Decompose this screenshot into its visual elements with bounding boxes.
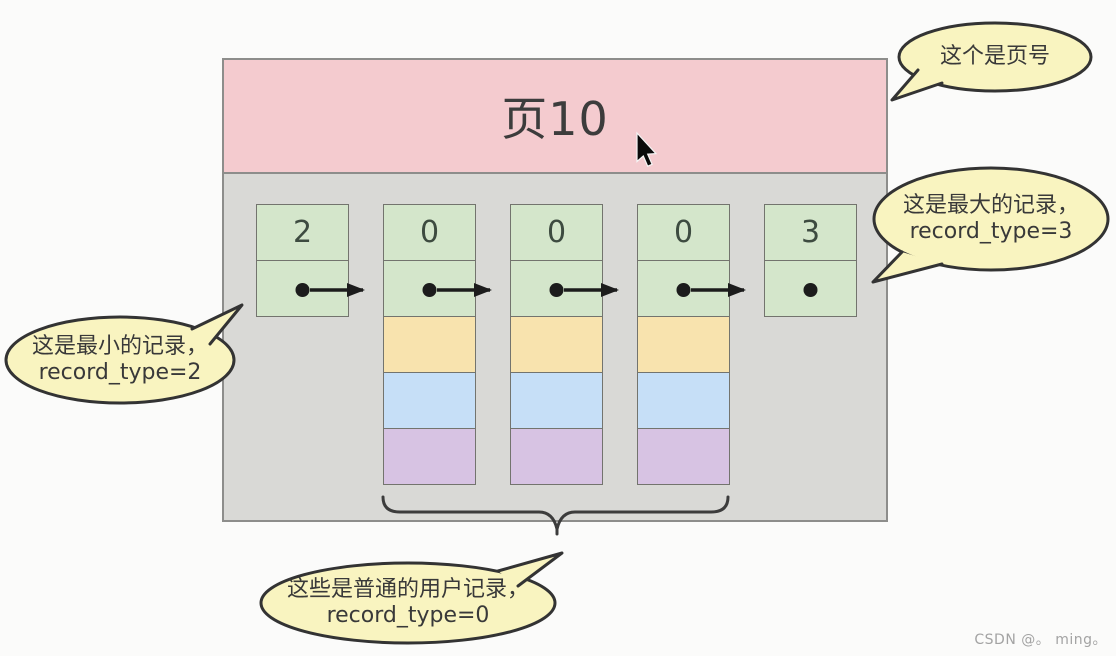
record-user-2: 0 bbox=[510, 204, 603, 485]
user-record-segment-purple bbox=[383, 428, 476, 485]
callout-user-records-line1: 这些是普通的用户记录， bbox=[286, 577, 529, 602]
record-max: 3 bbox=[764, 204, 857, 317]
user-record-segment-orange bbox=[383, 316, 476, 373]
callout-bubble-shape bbox=[259, 551, 564, 645]
record-pointer-cell bbox=[383, 260, 476, 317]
user-record-segment-blue bbox=[637, 372, 730, 429]
callout-min-record-line2: record_type=2 bbox=[38, 360, 202, 385]
page-header: 页10 bbox=[224, 60, 886, 174]
record-type-cell: 3 bbox=[764, 204, 857, 261]
callout-max-record-line2: record_type=3 bbox=[909, 219, 1073, 244]
record-user-1: 0 bbox=[383, 204, 476, 485]
record-type-cell: 0 bbox=[383, 204, 476, 261]
user-record-segment-orange bbox=[510, 316, 603, 373]
callout-user-records-line2: record_type=0 bbox=[326, 603, 490, 628]
record-pointer-cell bbox=[256, 260, 349, 317]
callout-bubble-shape bbox=[4, 303, 244, 405]
callout-bubble-shape bbox=[890, 21, 1093, 102]
record-user-3: 0 bbox=[637, 204, 730, 485]
callout-max-record-line1: 这是最大的记录， bbox=[902, 193, 1079, 218]
record-pointer-cell bbox=[764, 260, 857, 317]
callout-min-record: 这是最小的记录， record_type=2 bbox=[2, 296, 254, 412]
record-pointer-cell bbox=[510, 260, 603, 317]
record-min: 2 bbox=[256, 204, 349, 317]
record-pointer-cell bbox=[637, 260, 730, 317]
callout-bubble-shape bbox=[871, 166, 1110, 284]
record-type-cell: 0 bbox=[510, 204, 603, 261]
record-type-cell: 2 bbox=[256, 204, 349, 261]
record-type-cell: 0 bbox=[637, 204, 730, 261]
callout-min-record-line1: 这是最小的记录， bbox=[31, 334, 208, 359]
user-record-segment-blue bbox=[510, 372, 603, 429]
callout-user-records: 这些是普通的用户记录， record_type=0 bbox=[252, 546, 570, 648]
callout-page-no: 这个是页号 bbox=[888, 12, 1102, 108]
callout-page-no-text: 这个是页号 bbox=[939, 44, 1050, 69]
watermark: CSDN @。 ming。 bbox=[974, 632, 1107, 648]
callout-max-record: 这是最大的记录， record_type=3 bbox=[866, 164, 1116, 290]
user-record-segment-purple bbox=[510, 428, 603, 485]
user-record-segment-blue bbox=[383, 372, 476, 429]
page-title: 页10 bbox=[501, 92, 609, 146]
user-record-segment-orange bbox=[637, 316, 730, 373]
user-record-segment-purple bbox=[637, 428, 730, 485]
